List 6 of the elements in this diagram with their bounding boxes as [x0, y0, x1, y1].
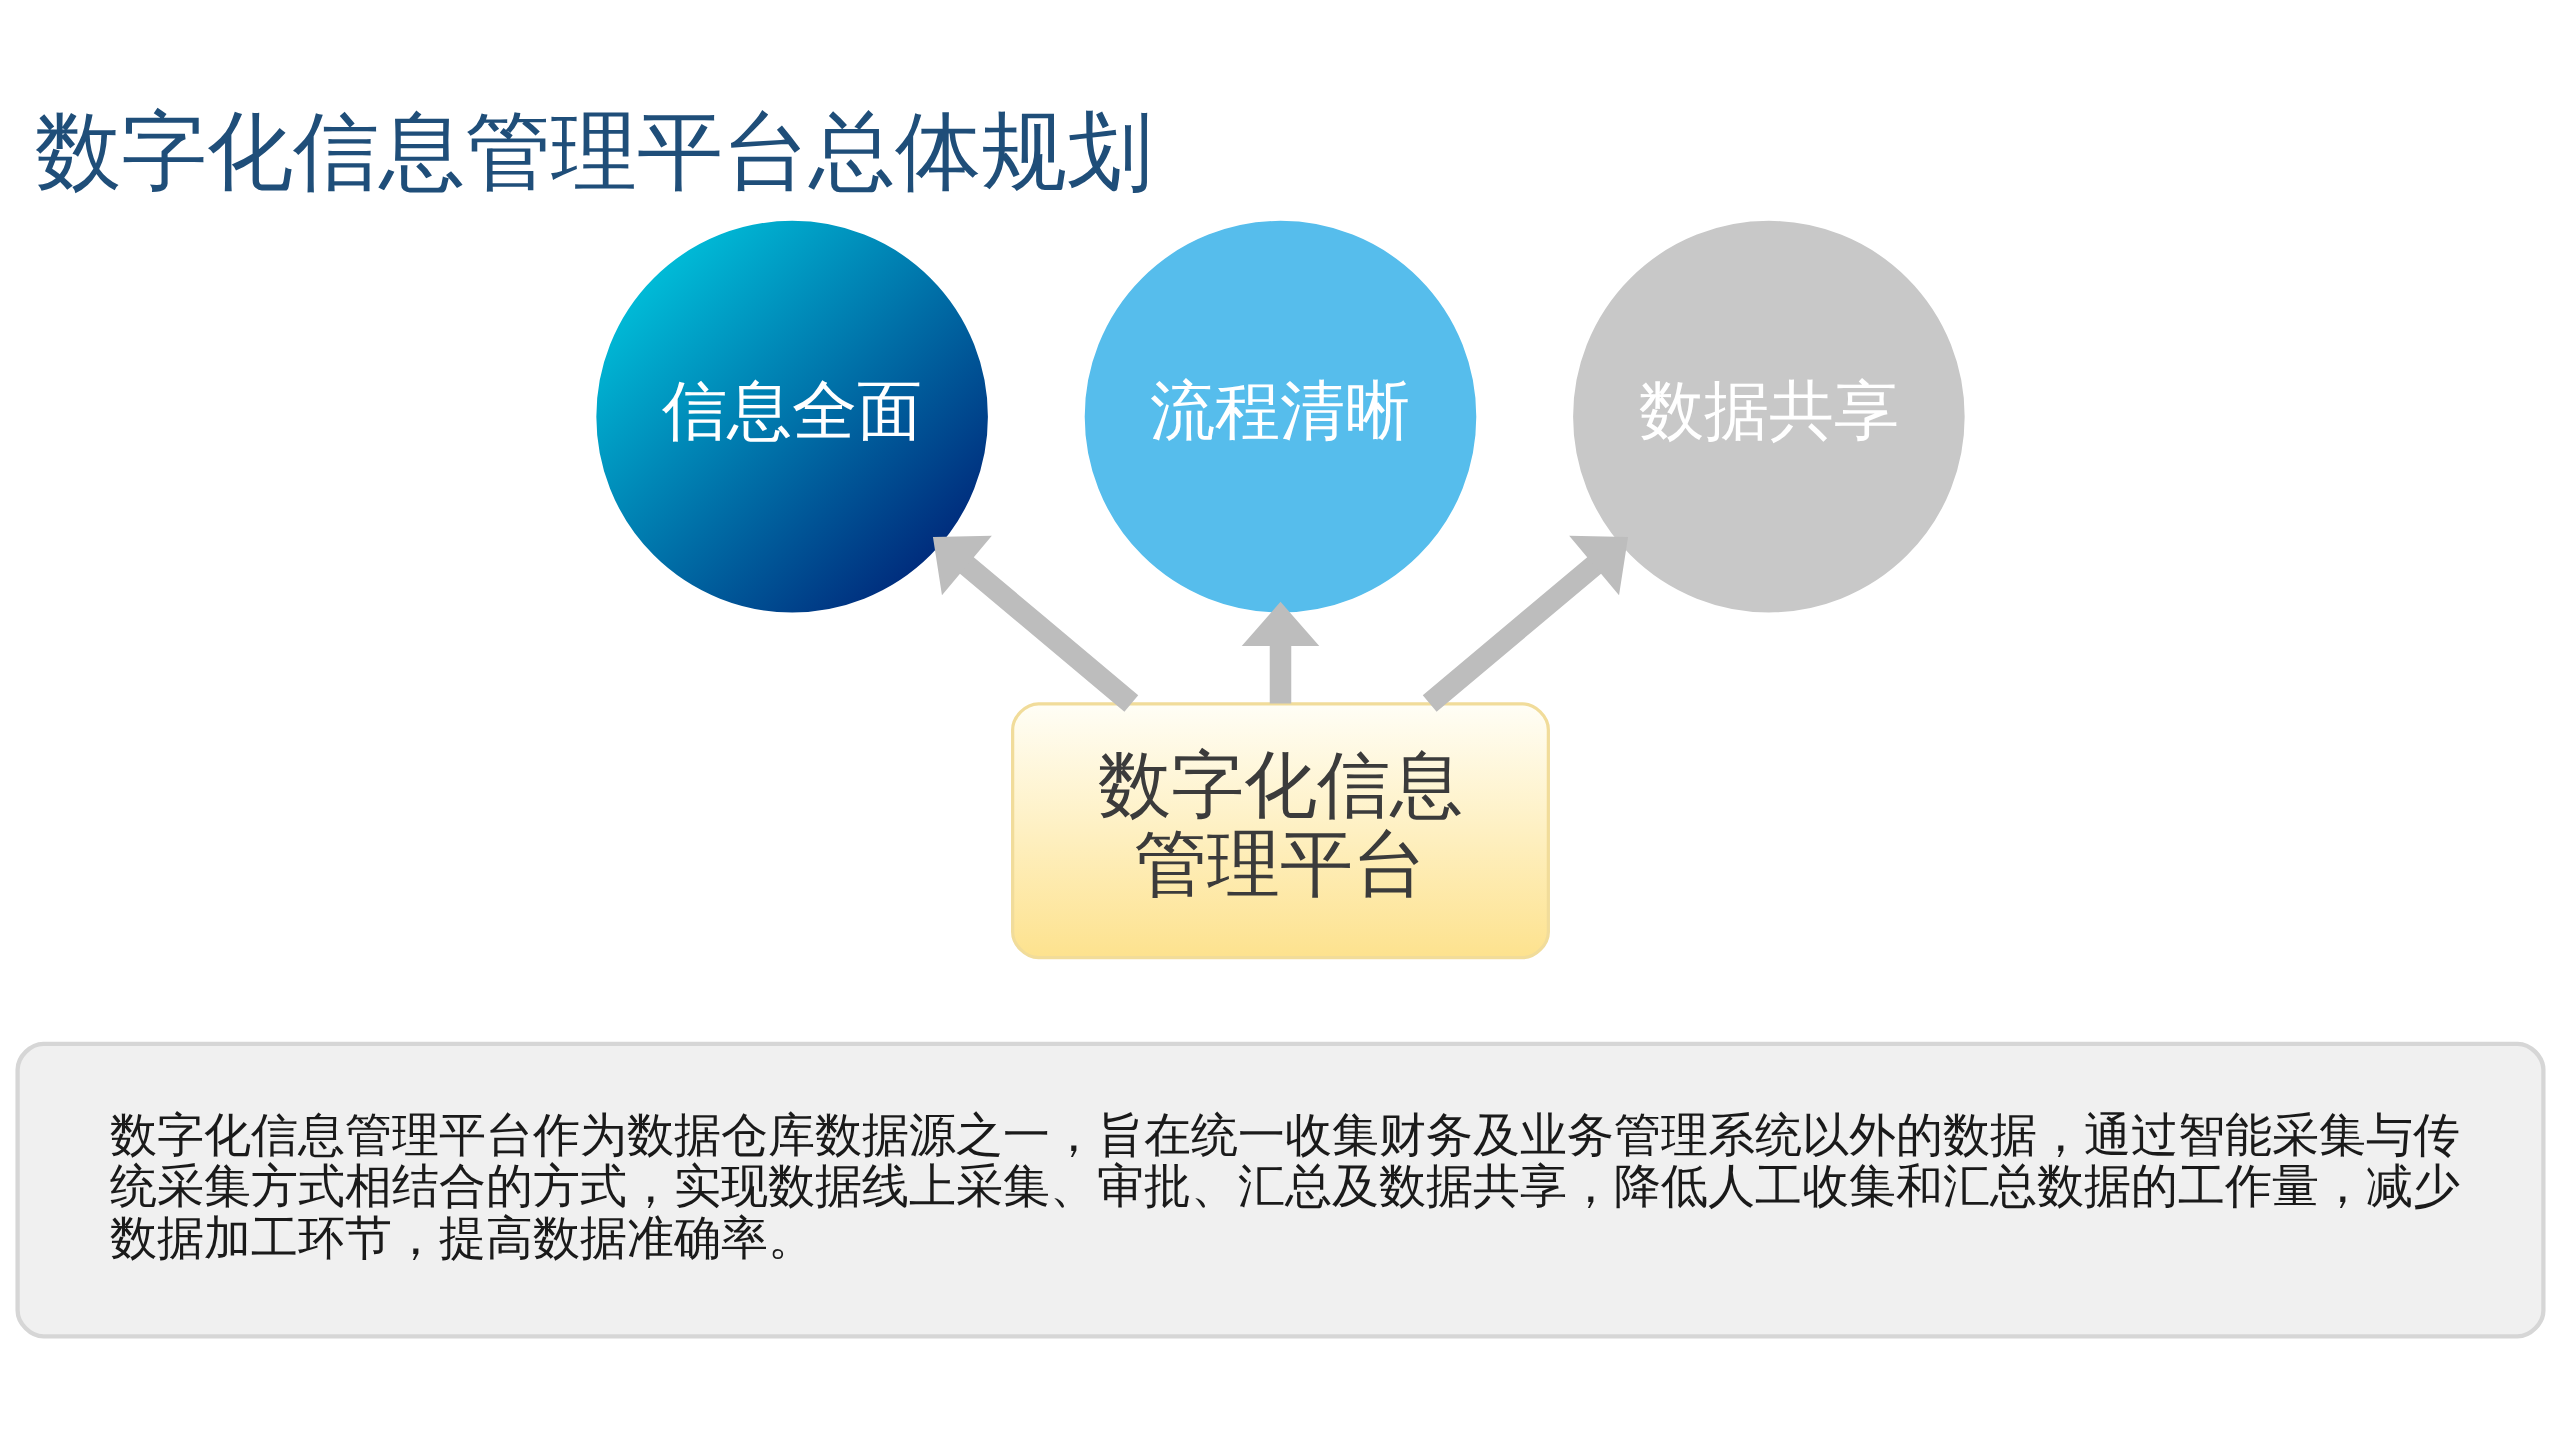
node-box: 数字化信息管理平台 [1010, 702, 1550, 960]
diagram-title: 数字化信息管理平台总体规划 [34, 101, 1153, 202]
arrow [932, 535, 1138, 712]
node-box: 数字化信息管理平台作为数据仓库数据源之一，旨在统一收集财务及业务管理系统以外的数据，通过智能采集与传统采集方式相结合的方式，实现数据线上采集、审批、汇总及数据共享，降低人工收集和汇总数据的工作量，减少数据加工环节，提高数据准确率。 [14, 1041, 2546, 1339]
arrow [1422, 535, 1628, 712]
arrow [1241, 601, 1319, 704]
